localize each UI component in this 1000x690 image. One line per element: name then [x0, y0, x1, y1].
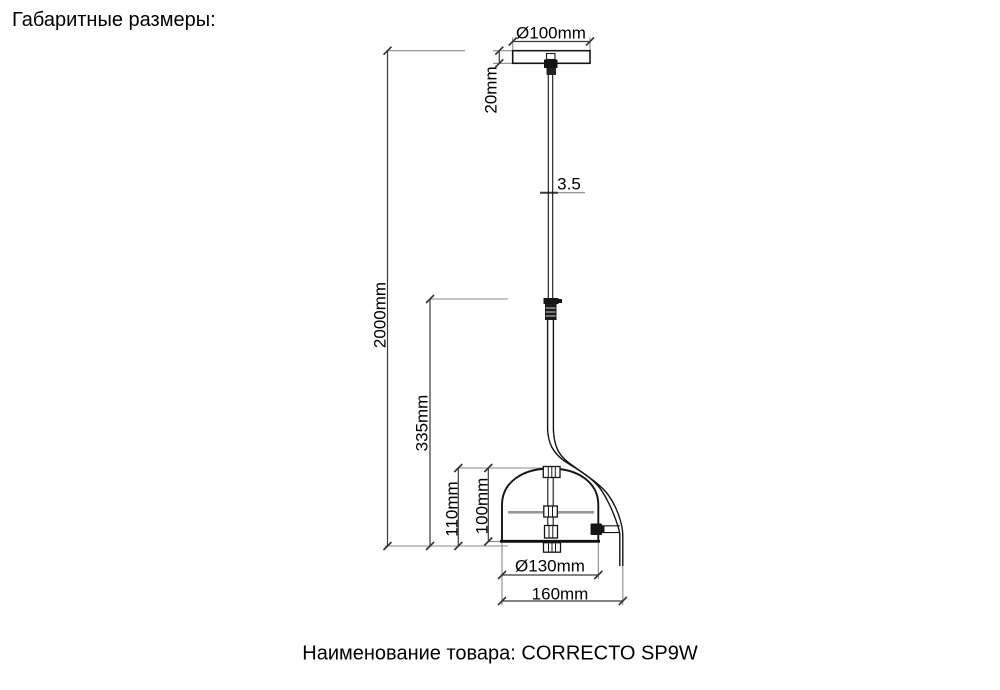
product-name: CORRECTO SP9W — [521, 642, 698, 665]
dim-label-cable-diameter: 3.5 — [557, 174, 581, 194]
dim-label-shade-diameter: Ø130mm — [515, 556, 585, 576]
product-caption-label: Наименование товара: — [302, 642, 522, 665]
bulb-stem — [542, 465, 562, 553]
extension-lines — [385, 37, 624, 605]
cable-connector — [543, 298, 562, 320]
suspension-cable — [547, 75, 554, 298]
dim-label-canopy-height: 20mm — [481, 66, 501, 114]
dim-label-suspension-length: 2000mm — [370, 281, 390, 349]
dim-label-shade-inner-height: 100mm — [472, 477, 492, 535]
dim-label-canopy-diameter: Ø100mm — [516, 23, 586, 43]
dimension-ticks — [382, 36, 628, 606]
lamp-arm — [546, 320, 624, 566]
dim-label-overall-width: 160mm — [531, 584, 589, 604]
dim-label-arm-height: 335mm — [412, 394, 432, 452]
page-title: Габаритные размеры: — [12, 9, 216, 31]
ceiling-canopy — [511, 49, 591, 75]
product-caption: Наименование товара: CORRECTO SP9W — [302, 643, 697, 666]
dimension-lines — [386, 40, 623, 602]
dim-label-shade-outer-height: 110mm — [442, 481, 462, 537]
